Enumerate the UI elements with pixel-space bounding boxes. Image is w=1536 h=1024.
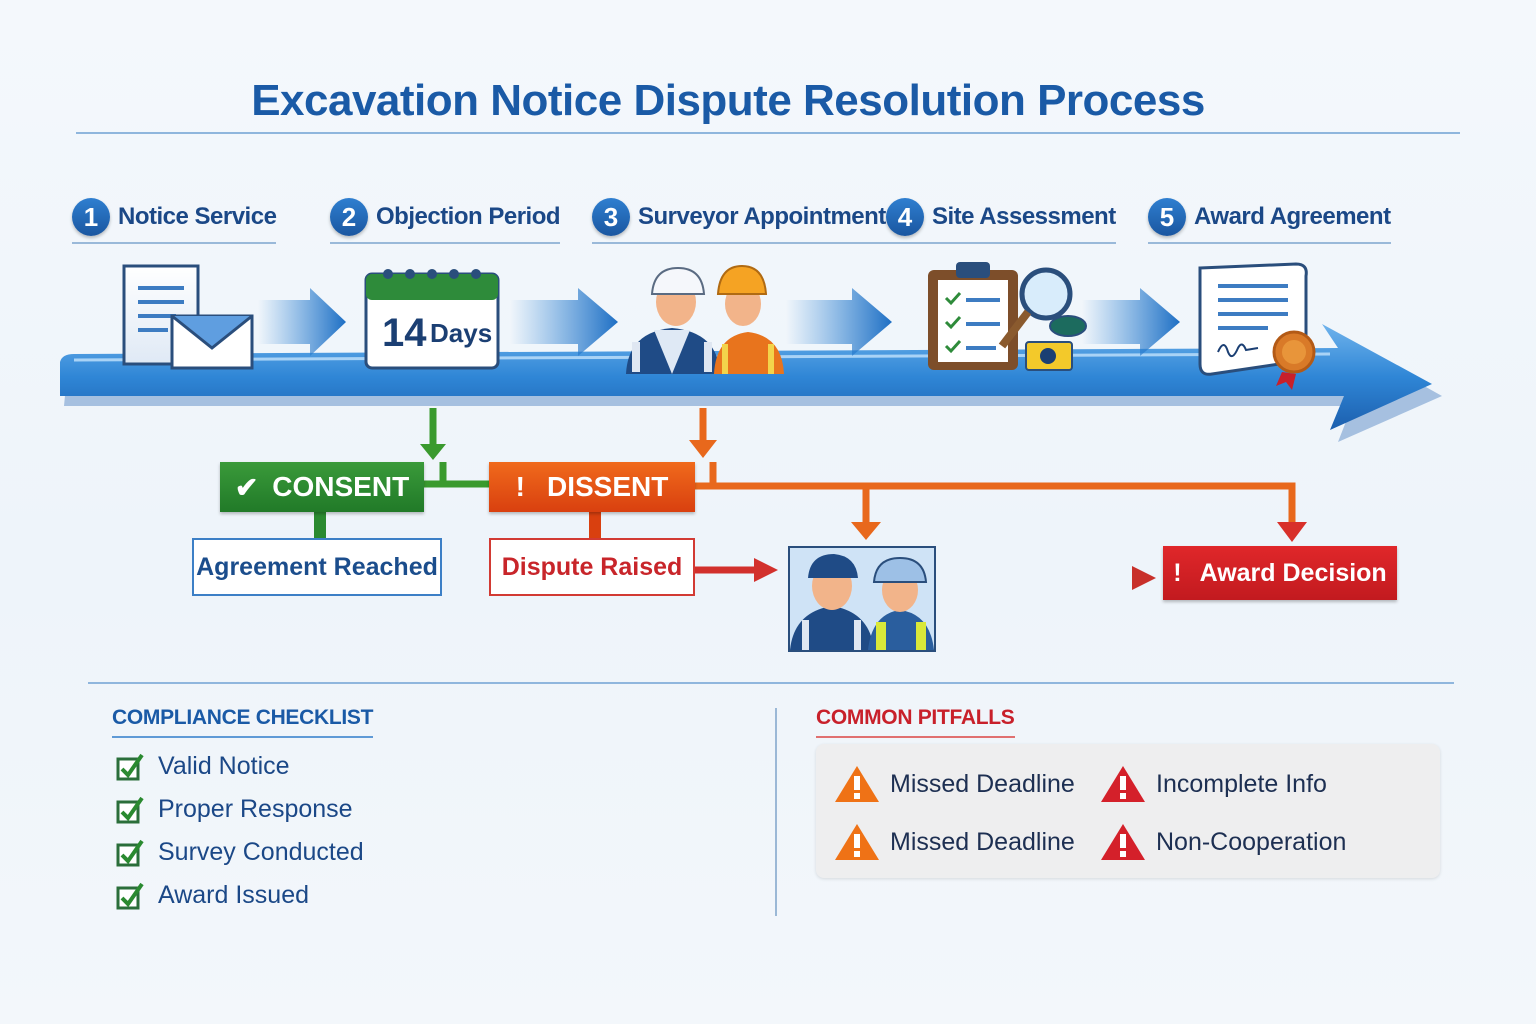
pitfall-label: Incomplete Info <box>1156 769 1327 798</box>
step-arrow <box>510 288 618 356</box>
award-decision-box: ! Award Decision <box>1163 546 1397 600</box>
step-number: 3 <box>592 198 630 236</box>
step-1-notice-service: 1 Notice Service <box>72 198 277 244</box>
checklist-label: Valid Notice <box>158 752 290 780</box>
surveyors-meeting-icon <box>788 546 936 652</box>
step-label: Objection Period <box>376 203 561 230</box>
signed-award-icon <box>1198 262 1316 390</box>
exclamation-icon: ! <box>515 471 525 502</box>
calendar-icon: 14 Days <box>364 269 500 370</box>
award-decision-label: Award Decision <box>1199 558 1387 587</box>
notice-envelope-icon <box>122 264 254 370</box>
step-number: 5 <box>1148 198 1186 236</box>
checkbox-checked-icon <box>116 753 144 780</box>
checklist-item: Valid Notice <box>116 752 290 781</box>
page-title: Excavation Notice Dispute Resolution Pro… <box>251 76 1205 125</box>
warning-triangle-icon <box>835 824 879 860</box>
checklist-heading: COMPLIANCE CHECKLIST <box>112 706 373 738</box>
warning-triangle-icon <box>835 766 879 802</box>
checklist-item: Award Issued <box>116 881 309 910</box>
checkbox-checked-icon <box>116 882 144 909</box>
step-number: 1 <box>72 198 110 236</box>
calendar-unit: Days <box>430 318 492 348</box>
checkmark-icon: ✔ <box>234 471 259 503</box>
title-divider <box>76 132 1460 134</box>
pitfall-label: Non-Cooperation <box>1156 827 1347 856</box>
pitfall-item: Non-Cooperation <box>1100 822 1346 862</box>
step-4-site-assessment: 4 Site Assessment <box>886 198 1116 244</box>
checklist-item: Survey Conducted <box>116 838 364 867</box>
step-3-surveyor-appointment: 3 Surveyor Appointment <box>592 198 886 244</box>
step-2-objection-period: 2 Objection Period <box>330 198 561 244</box>
step-arrow <box>786 288 892 356</box>
calendar-number: 14 <box>382 311 427 355</box>
step-5-award-agreement: 5 Award Agreement <box>1148 198 1391 244</box>
step-arrow <box>1082 288 1180 356</box>
pitfall-item: Incomplete Info <box>1100 764 1327 804</box>
step-number: 4 <box>886 198 924 236</box>
step-label: Notice Service <box>118 203 277 230</box>
clipboard-magnifier-icon <box>928 262 1087 371</box>
pitfall-label: Missed Deadline <box>890 769 1075 798</box>
step-label: Award Agreement <box>1194 203 1391 230</box>
column-divider <box>775 708 777 916</box>
checklist-label: Proper Response <box>158 795 353 823</box>
exclamation-icon: ! <box>1173 558 1182 587</box>
step-number: 2 <box>330 198 368 236</box>
branch-connectors <box>314 408 1307 590</box>
consent-label: CONSENT <box>272 471 410 502</box>
warning-triangle-icon <box>1101 824 1145 860</box>
checkbox-checked-icon <box>116 796 144 823</box>
section-divider <box>88 682 1454 684</box>
dispute-raised-box: Dispute Raised <box>489 538 695 596</box>
process-flow-graphic: 14 Days <box>60 262 1442 442</box>
dissent-banner: ! DISSENT <box>489 462 695 512</box>
pitfall-item: Missed Deadline <box>834 764 1075 804</box>
pitfall-label: Missed Deadline <box>890 827 1075 856</box>
checklist-item: Proper Response <box>116 795 353 824</box>
pitfalls-heading: COMMON PITFALLS <box>816 706 1015 738</box>
checklist-label: Award Issued <box>158 881 310 909</box>
warning-triangle-icon <box>1101 766 1145 802</box>
agreement-reached-box: Agreement Reached <box>192 538 442 596</box>
surveyors-icon <box>626 264 784 374</box>
step-arrow <box>258 288 346 356</box>
step-label: Site Assessment <box>932 203 1116 230</box>
consent-banner: ✔ CONSENT <box>220 462 424 512</box>
checkbox-checked-icon <box>116 839 144 866</box>
step-label: Surveyor Appointment <box>638 203 886 230</box>
checklist-label: Survey Conducted <box>158 838 364 866</box>
dissent-label: DISSENT <box>546 471 669 502</box>
pitfall-item: Missed Deadline <box>834 822 1075 862</box>
